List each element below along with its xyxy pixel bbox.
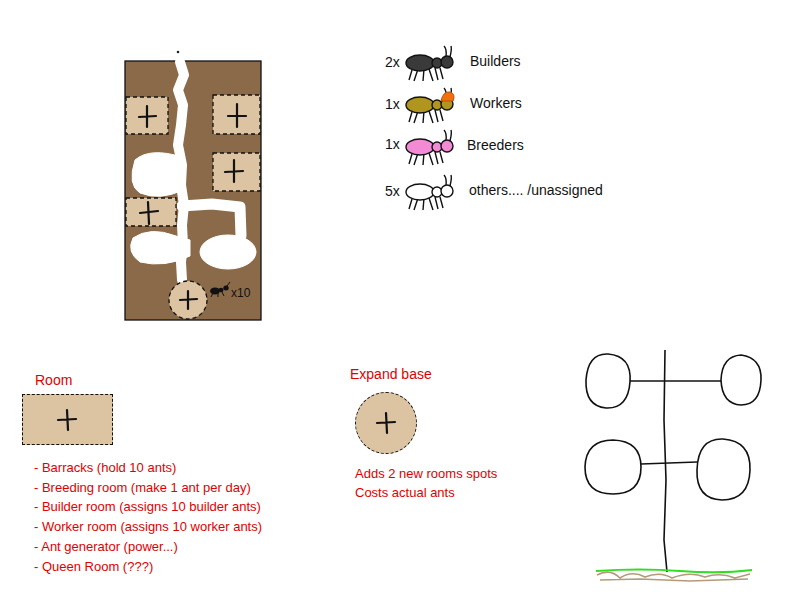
ground-grass xyxy=(596,570,752,573)
label-holder: - Breeding room (make 1 ant per day) xyxy=(34,478,251,496)
label-holder: - Worker room (assigns 10 worker ants) xyxy=(34,517,262,535)
plus-symbol xyxy=(377,413,395,433)
sketch xyxy=(585,350,761,572)
plus-symbols xyxy=(139,104,246,309)
legend-holder: Builders xyxy=(470,52,521,70)
label-holder: Adds 2 new rooms spots xyxy=(355,464,497,482)
label-holder: - Barracks (hold 10 ants) xyxy=(34,458,176,476)
ant-base-soil xyxy=(125,61,261,320)
legend-holder: Workers xyxy=(470,94,522,112)
note-text: Costs actual ants xyxy=(355,486,455,501)
note-text: - Breeding room (make 1 ant per day) xyxy=(34,481,251,496)
label-holder: - Queen Room (???) xyxy=(34,557,153,575)
node-heading: Room xyxy=(35,372,72,388)
label-holder: Costs actual ants xyxy=(355,483,455,501)
label-holder: 5x xyxy=(385,182,400,200)
room-slots xyxy=(126,95,260,319)
heading-holder: Room xyxy=(35,371,72,389)
note-text: - Queen Room (???) xyxy=(34,560,153,575)
legend-text: Workers xyxy=(470,95,522,111)
plus-symbol xyxy=(22,394,113,445)
count-label: 2x xyxy=(385,54,400,70)
note-text: - Ant generator (power...) xyxy=(34,540,178,555)
small-ant xyxy=(210,282,230,297)
plus-symbol xyxy=(355,392,417,454)
legend-holder: Breeders xyxy=(467,136,524,154)
dot xyxy=(177,51,180,54)
legend-text: others.... /unassigned xyxy=(469,182,603,198)
ant-icon xyxy=(406,130,453,165)
legend-text: Builders xyxy=(470,53,521,69)
ant-icon xyxy=(406,175,453,210)
note-text: - Worker room (assigns 10 worker ants) xyxy=(34,520,262,535)
plus-symbol xyxy=(58,410,76,430)
note-text: - Builder room (assigns 10 builder ants) xyxy=(34,500,261,515)
count-label: 1x xyxy=(385,96,400,112)
node-heading: Expand base xyxy=(350,366,432,382)
ground-soil xyxy=(597,572,750,581)
ant-icon xyxy=(406,88,454,123)
legend-holder: others.... /unassigned xyxy=(469,181,603,199)
label-holder: - Ant generator (power...) xyxy=(34,537,178,555)
count-label: 1x xyxy=(385,136,400,152)
label-holder: - Builder room (assigns 10 builder ants) xyxy=(34,497,261,515)
expand-circle: Expand base xyxy=(355,392,417,454)
label-holder: 1x xyxy=(385,95,400,113)
ant-icon xyxy=(406,46,453,81)
count-label: x10 xyxy=(231,287,250,301)
label-holder: 1x xyxy=(385,135,400,153)
legend-text: Breeders xyxy=(467,137,524,153)
heading-holder: Expand base xyxy=(350,365,432,383)
label-holder: x10 xyxy=(231,283,250,301)
count-label: 5x xyxy=(385,183,400,199)
room-box: Room xyxy=(22,394,113,445)
label-holder: 2x xyxy=(385,53,400,71)
note-text: - Barracks (hold 10 ants) xyxy=(34,461,176,476)
note-text: Adds 2 new rooms spots xyxy=(355,467,497,482)
